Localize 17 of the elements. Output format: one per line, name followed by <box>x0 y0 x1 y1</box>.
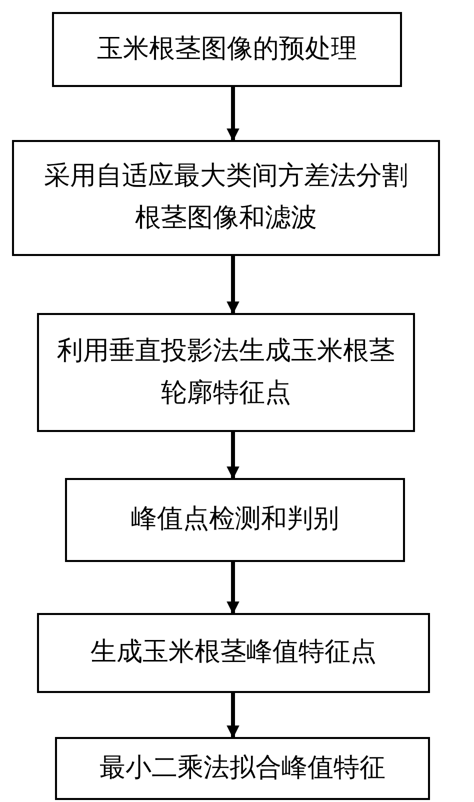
arrow <box>226 87 240 142</box>
arrow <box>226 432 240 480</box>
step-text: 最小二乘法拟合峰值特征 <box>100 752 386 785</box>
step-text: 峰值点检测和判别 <box>131 503 339 536</box>
arrow <box>226 256 240 314</box>
step-text: 利用垂直投影法生成玉米根茎轮廓特征点 <box>57 334 395 410</box>
step-text: 采用自适应最大类间方差法分割根茎图像和滤波 <box>43 160 409 235</box>
process-box <box>65 478 405 562</box>
process-box <box>37 313 415 432</box>
process-box <box>55 737 430 800</box>
step-text: 玉米根茎图像的预处理 <box>97 32 357 66</box>
process-box <box>12 140 440 256</box>
process-box <box>37 613 430 693</box>
arrow <box>226 562 240 614</box>
step-text: 生成玉米根茎峰值特征点 <box>90 636 376 670</box>
process-box <box>52 12 402 87</box>
arrow <box>226 693 240 738</box>
